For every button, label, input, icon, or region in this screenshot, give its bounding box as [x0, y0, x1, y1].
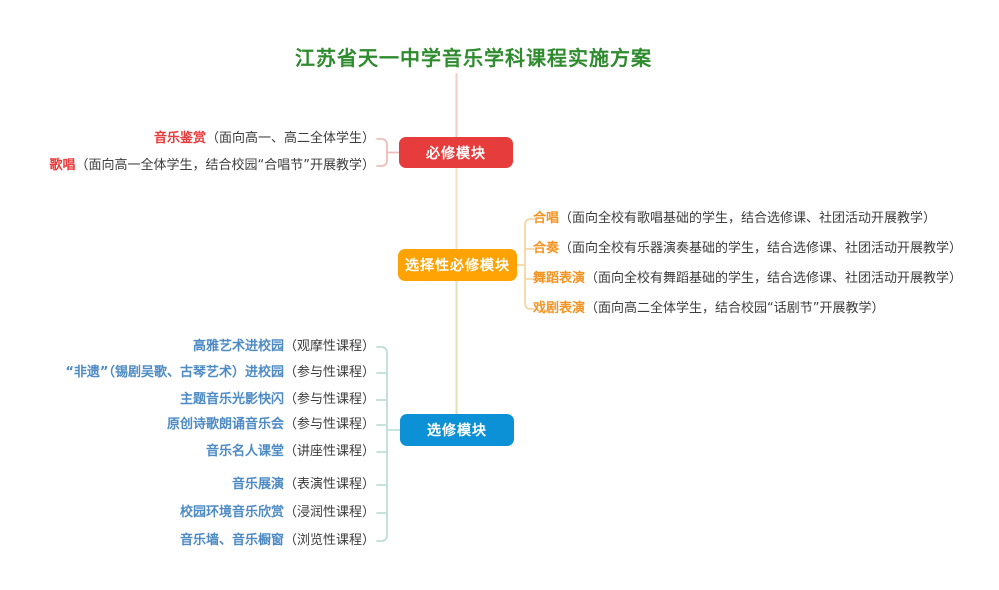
course-desc: （面向全校有舞蹈基础的学生，结合选修课、社团活动开展教学） — [585, 271, 963, 286]
course-term: 校园环境音乐欣赏 — [179, 505, 284, 520]
course-desc: （面向全校有歌唱基础的学生，结合选修课、社团活动开展教学） — [559, 211, 937, 226]
module-node-elective: 选修模块 — [400, 414, 514, 446]
course-item: 音乐鉴赏（面向高一、高二全体学生） — [154, 129, 375, 149]
course-desc: （面向高二全体学生，结合校园“话剧节”开展教学） — [585, 301, 885, 316]
bracket-required-module — [376, 138, 400, 167]
course-item: 音乐展演（表演性课程） — [232, 475, 375, 495]
module-node-elective-required: 选择性必修模块 — [398, 249, 517, 281]
course-term: 高雅艺术进校园 — [192, 339, 284, 354]
course-term: 戏剧表演 — [533, 301, 586, 316]
course-item: 合唱（面向全校有歌唱基础的学生，结合选修课、社团活动开展教学） — [533, 209, 936, 229]
course-desc: （浏览性课程） — [283, 533, 375, 548]
course-desc: （参与性课程） — [283, 392, 375, 407]
course-item: 校园环境音乐欣赏（浸润性课程） — [180, 503, 375, 523]
course-term: 合奏 — [533, 241, 560, 256]
course-item: 舞蹈表演（面向全校有舞蹈基础的学生，结合选修课、社团活动开展教学） — [533, 269, 962, 289]
course-desc: （面向高一、高二全体学生） — [205, 131, 375, 146]
course-term: 音乐展演 — [231, 477, 284, 492]
bracket-elective-required-module — [516, 218, 535, 310]
course-desc: （面向全校有乐器演奏基础的学生，结合选修课、社团活动开展教学） — [559, 241, 963, 256]
course-item: 原创诗歌朗诵音乐会（参与性课程） — [167, 415, 375, 435]
course-desc: （观摩性课程） — [283, 339, 375, 354]
course-term: 舞蹈表演 — [533, 271, 586, 286]
course-term: 原创诗歌朗诵音乐会 — [166, 417, 284, 432]
course-desc: （讲座性课程） — [283, 444, 375, 459]
course-item: 戏剧表演（面向高二全体学生，结合校园“话剧节”开展教学） — [533, 299, 885, 319]
course-item: 高雅艺术进校园（观摩性课程） — [193, 337, 375, 357]
course-term: 音乐鉴赏 — [153, 131, 206, 146]
course-term: 音乐名人课堂 — [205, 444, 284, 459]
course-item: 合奏（面向全校有乐器演奏基础的学生，结合选修课、社团活动开展教学） — [533, 239, 962, 259]
bracket-elective-module — [376, 346, 401, 542]
course-desc: （参与性课程） — [283, 365, 375, 380]
course-item: “非遗”（锡剧吴歌、古琴艺术）进校园（参与性课程） — [65, 363, 375, 383]
course-item: 音乐名人课堂（讲座性课程） — [206, 442, 375, 462]
course-item: 主题音乐光影快闪（参与性课程） — [180, 390, 375, 410]
course-item: 歌唱（面向高一全体学生，结合校园“合唱节”开展教学） — [50, 156, 376, 176]
course-desc: （浸润性课程） — [283, 505, 375, 520]
diagram-title: 江苏省天一中学音乐学科课程实施方案 — [295, 46, 652, 70]
course-term: 合唱 — [533, 211, 560, 226]
course-desc: （表演性课程） — [283, 477, 375, 492]
course-item: 音乐墙、音乐橱窗（浏览性课程） — [180, 531, 375, 551]
course-term: 歌唱 — [49, 158, 76, 173]
course-term: “非遗”（锡剧吴歌、古琴艺术）进校园 — [65, 365, 284, 380]
course-term: 主题音乐光影快闪 — [179, 392, 284, 407]
course-term: 音乐墙、音乐橱窗 — [179, 533, 284, 548]
module-node-required: 必修模块 — [399, 137, 513, 168]
course-desc: （参与性课程） — [283, 417, 375, 432]
course-desc: （面向高一全体学生，结合校园“合唱节”开展教学） — [75, 158, 375, 173]
